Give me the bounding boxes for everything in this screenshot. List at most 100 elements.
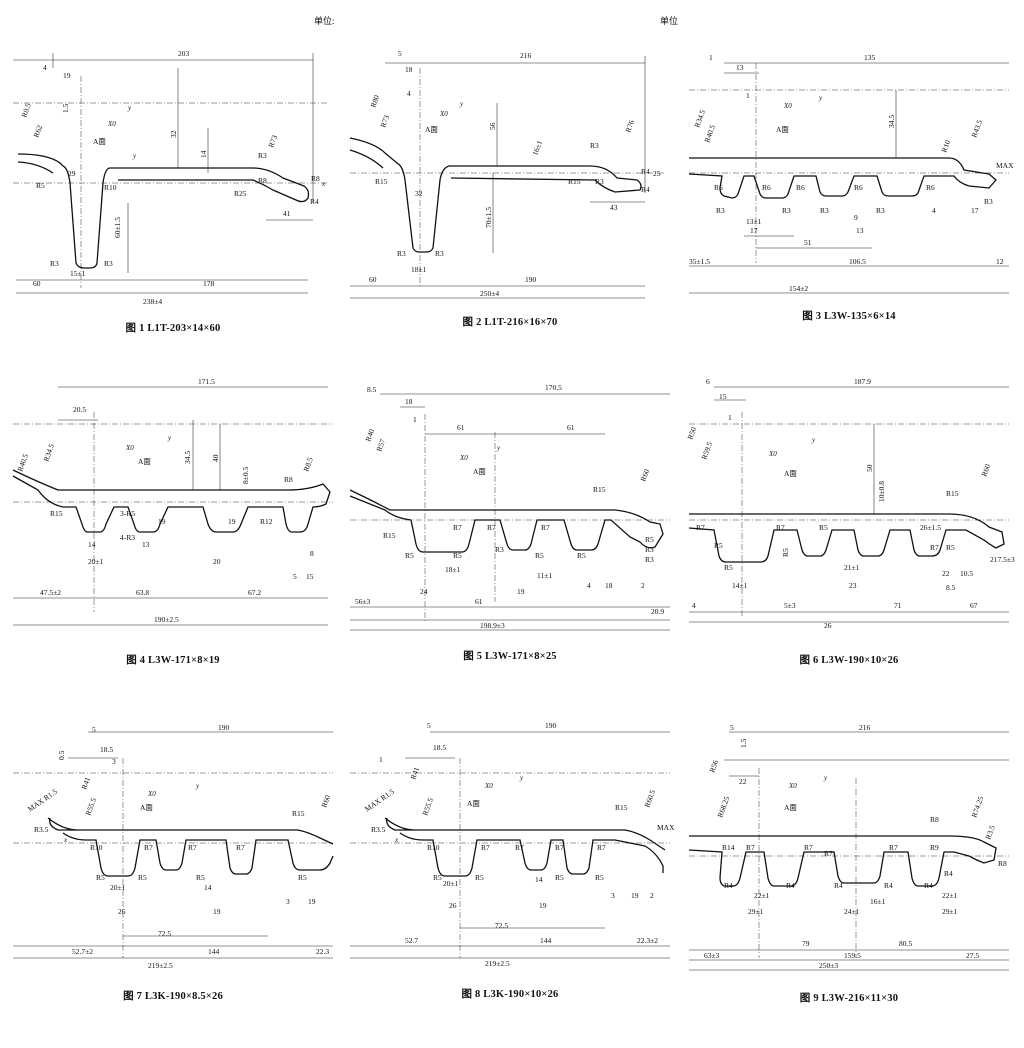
dim-text: 22 xyxy=(942,569,950,578)
dim-text: 9 xyxy=(854,213,858,222)
dim-text: 60±1.5 xyxy=(113,217,122,238)
dim-text: 34.5 xyxy=(887,115,896,128)
dim-text: 20±1 xyxy=(110,883,126,892)
profile-drawing-fig4: 171.5 20.5 X0 y 34.5 40 R40.5 R34.5 A面 R… xyxy=(12,377,333,626)
dim-text: 2 xyxy=(641,581,645,590)
profile-drawing-fig9: 5 216 1.5 22 R56 R68.25 X0 y A面 R8 R74.2… xyxy=(688,723,1009,971)
dim-text: R15 xyxy=(946,489,959,498)
dim-text: 4 xyxy=(932,206,936,215)
dim-text: 61 xyxy=(475,597,483,606)
dim-text: 3-R5 xyxy=(120,509,135,518)
dim-text: 19 xyxy=(517,587,525,596)
dim-text: 6 xyxy=(706,377,710,386)
dim-text: R4 xyxy=(641,167,650,176)
dim-text: 250±3 xyxy=(819,961,838,970)
dim-text: A面 xyxy=(473,467,486,476)
dim-text: 19 xyxy=(158,517,166,526)
dim-text: 198.9±3 xyxy=(480,621,505,630)
dim-text: 19 xyxy=(631,891,639,900)
dim-text: 170.5 xyxy=(545,383,562,392)
dim-text: 5 xyxy=(730,723,734,732)
figure-caption-fig6: 图 6 L3W-190×10×26 xyxy=(799,655,899,666)
dim-text: 60 xyxy=(369,275,377,284)
dim-text: 18 xyxy=(605,581,613,590)
dim-text: 8 xyxy=(310,549,314,558)
dim-text: 18 xyxy=(405,65,413,74)
dim-text: 4-R3 xyxy=(120,533,135,542)
dim-text: A面 xyxy=(784,469,797,478)
dim-text: 22.3 xyxy=(316,947,329,956)
dim-text: MAX R1.5 xyxy=(363,787,396,814)
dim-text: R7 xyxy=(453,523,462,532)
dim-text: R15 xyxy=(50,509,63,518)
dim-text: R5 xyxy=(298,873,307,882)
dim-text: R6 xyxy=(796,183,805,192)
profile-drawing-fig5: 8.5 170.5 18 1 61 61 X0 y A面 R40 R57 R15… xyxy=(349,383,670,631)
dim-text: R8 xyxy=(311,174,320,183)
dim-text: R60 xyxy=(319,794,332,809)
dim-text: 20±1 xyxy=(88,557,104,566)
dim-text: 72.5 xyxy=(495,921,508,930)
dim-text: A面 xyxy=(140,803,153,812)
dim-text: 3 xyxy=(611,891,615,900)
dim-text: 190 xyxy=(525,275,537,284)
dim-text: R41 xyxy=(408,766,421,781)
dim-text: R8 xyxy=(998,859,1007,868)
dim-text: R7 xyxy=(236,843,245,852)
dim-text: y xyxy=(818,94,823,102)
dim-text: 52.7±2 xyxy=(72,947,93,956)
dim-text: X0 xyxy=(439,110,448,118)
dim-text: R5 xyxy=(724,563,733,572)
dim-text: R56 xyxy=(707,759,720,774)
dim-text: 19 xyxy=(539,901,547,910)
dim-text: R60.5 xyxy=(642,788,657,808)
dim-text: 3 xyxy=(112,757,116,766)
dim-text: y xyxy=(496,444,501,452)
dim-text: R7 xyxy=(776,523,785,532)
dim-text: 34.5 xyxy=(183,451,192,464)
dim-text: 63.8 xyxy=(136,588,149,597)
dim-text: x xyxy=(63,836,68,844)
dim-text: R15 xyxy=(615,803,628,812)
dim-text: R5 xyxy=(433,873,442,882)
dim-text: R7 xyxy=(541,523,550,532)
dim-text: R34.5 xyxy=(41,442,56,462)
dim-text: 13±1 xyxy=(746,217,762,226)
figure-caption-fig9: 图 9 L3W-216×11×30 xyxy=(799,993,899,1004)
panel-fig2: 5 216 18 4 R80 R73 56 X0 y A面 16±1 R3 R7… xyxy=(345,8,675,338)
dim-text: R3 xyxy=(595,177,604,186)
dim-text: R15 xyxy=(593,485,606,494)
panel-fig7: 190 5 0.5 18.5 3 R41 MAX R1.5 R3.5 R55.5… xyxy=(8,718,338,1048)
dim-text: R3 xyxy=(645,545,654,554)
dim-text: 15±1 xyxy=(70,269,86,278)
dim-text: R5 xyxy=(595,873,604,882)
dim-text: 10.5 xyxy=(960,569,973,578)
dim-text: R4 xyxy=(834,881,843,890)
dim-text: R6 xyxy=(854,183,863,192)
dim-text: R3 xyxy=(495,545,504,554)
dim-text: 29±1 xyxy=(748,907,764,916)
dim-text: R3 xyxy=(820,206,829,215)
dim-text: A面 xyxy=(425,125,438,134)
dim-text: A面 xyxy=(784,803,797,812)
dim-text: R25 xyxy=(234,189,247,198)
dim-text: R4 xyxy=(786,881,795,890)
dim-text: 29 xyxy=(68,169,76,178)
dim-text: R7 xyxy=(804,843,813,852)
dim-text: R3 xyxy=(435,249,444,258)
dim-text: 15 xyxy=(306,572,314,581)
dim-text: 10±0.8 xyxy=(877,481,886,502)
dim-text: 1.5 xyxy=(739,738,748,748)
dim-text: X0 xyxy=(107,120,116,128)
dim-text: 23 xyxy=(849,581,857,590)
dim-text: 1 xyxy=(746,91,750,100)
dim-text: 26±1.5 xyxy=(920,523,941,532)
dim-text: 22.3±2 xyxy=(637,936,658,945)
dim-text: R3 xyxy=(782,206,791,215)
dim-text: 4 xyxy=(407,89,411,98)
dim-text: 70±1.5 xyxy=(484,207,493,228)
dim-text: 217.5±3 xyxy=(990,555,1015,564)
dim-text: 25 xyxy=(653,169,661,178)
dim-text: 5±3 xyxy=(784,601,796,610)
dim-text: R3 xyxy=(876,206,885,215)
